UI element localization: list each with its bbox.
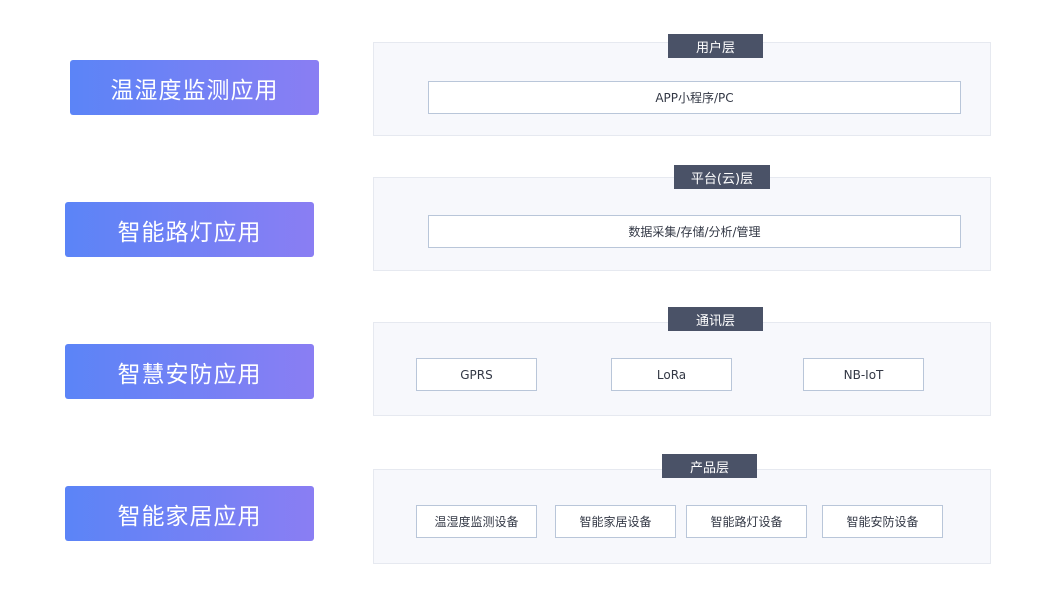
product-layer-item-smart-home: 智能家居设备 <box>555 505 676 538</box>
product-layer-item-streetlight: 智能路灯设备 <box>686 505 807 538</box>
user-layer-title: 用户层 <box>668 34 763 58</box>
app-temperature-humidity[interactable]: 温湿度监测应用 <box>70 60 319 115</box>
app-smart-security[interactable]: 智慧安防应用 <box>65 344 314 399</box>
app-smart-home[interactable]: 智能家居应用 <box>65 486 314 541</box>
product-layer-title: 产品层 <box>662 454 757 478</box>
product-layer-item-security: 智能安防设备 <box>822 505 943 538</box>
product-layer-item-temp-humidity: 温湿度监测设备 <box>416 505 537 538</box>
comm-layer-item-nbiot: NB-IoT <box>803 358 924 391</box>
user-layer-item-app: APP小程序/PC <box>428 81 961 114</box>
comm-layer-item-gprs: GPRS <box>416 358 537 391</box>
comm-layer-title: 通讯层 <box>668 307 763 331</box>
platform-layer-item-data: 数据采集/存储/分析/管理 <box>428 215 961 248</box>
platform-layer-title: 平台(云)层 <box>674 165 770 189</box>
comm-layer-item-lora: LoRa <box>611 358 732 391</box>
app-smart-streetlight[interactable]: 智能路灯应用 <box>65 202 314 257</box>
